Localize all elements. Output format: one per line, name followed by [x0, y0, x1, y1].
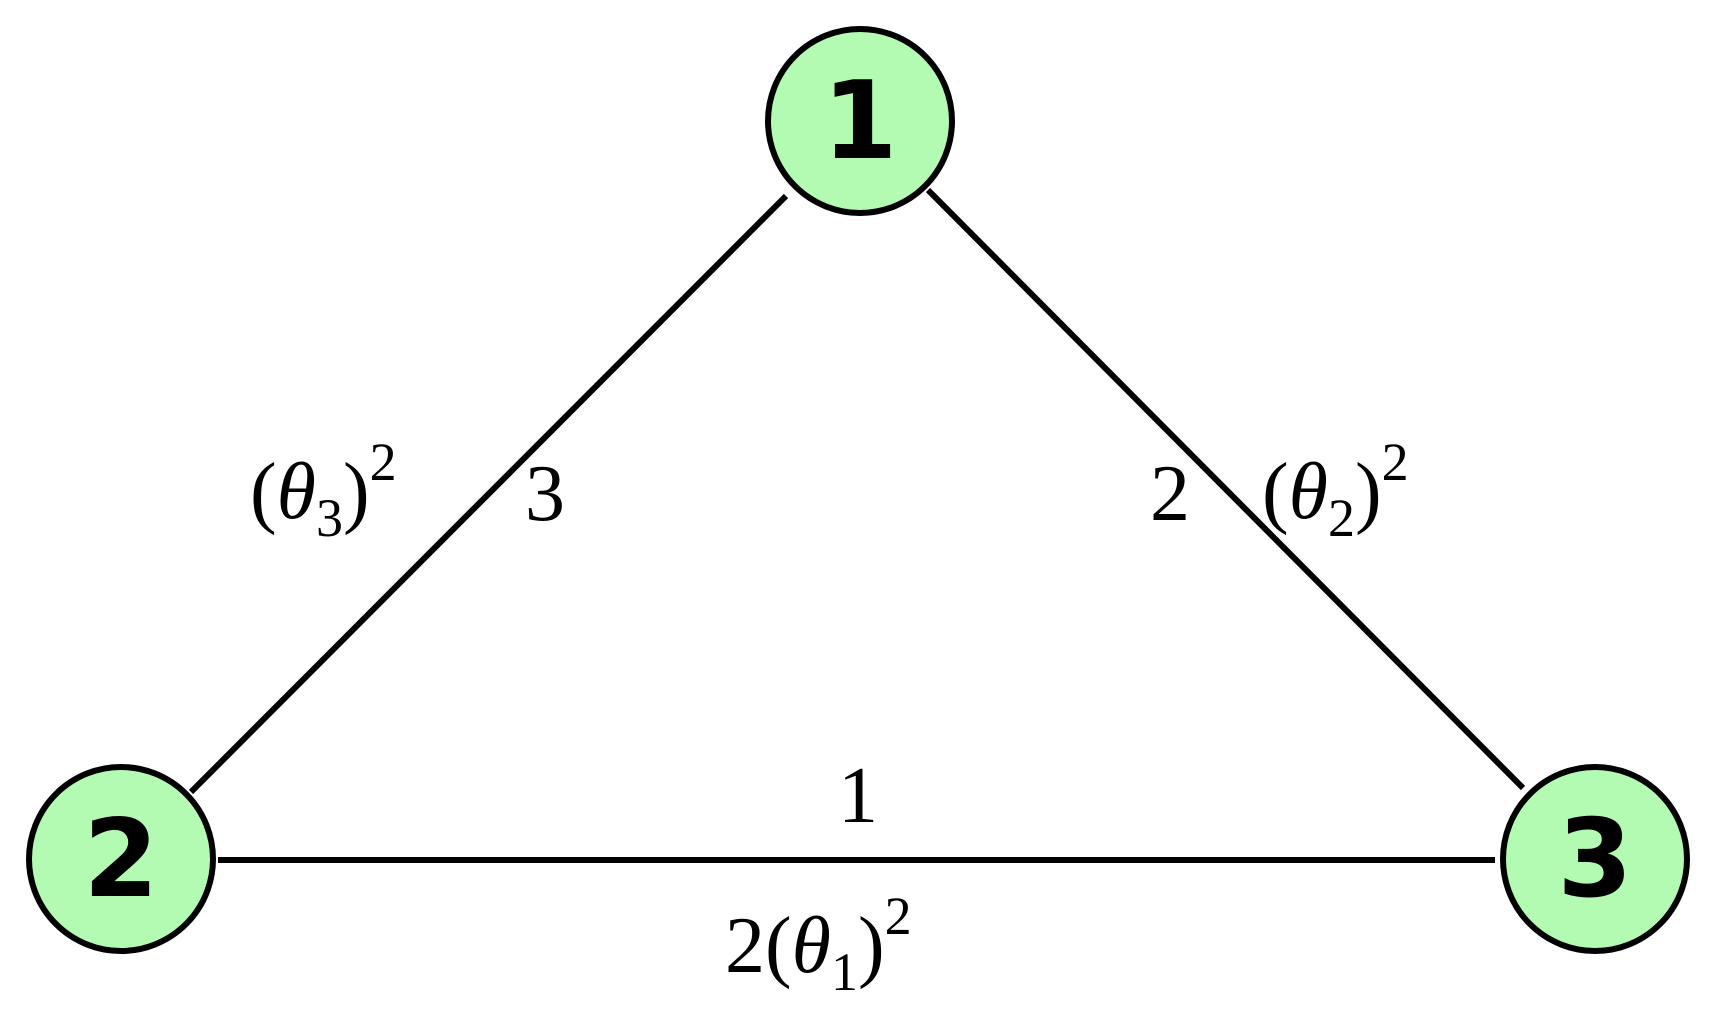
- edge-1-2: [188, 193, 789, 795]
- edge-3-weight-sub: 3: [316, 488, 343, 548]
- edge-1-index-label: 1: [838, 752, 878, 840]
- edge-3-index-label: 3: [525, 450, 565, 538]
- edge-2-weight-open: (: [1262, 448, 1289, 536]
- node-2-circle: [26, 764, 216, 954]
- edge-2-weight-close: ): [1355, 448, 1382, 536]
- edge-1-3: [925, 187, 1526, 791]
- edge-1-weight-coef: 2: [725, 902, 765, 990]
- node-2: 2: [26, 764, 216, 954]
- node-3-circle: [1500, 764, 1690, 954]
- edge-2-weight-sup: 2: [1382, 432, 1409, 492]
- node-1-circle: [765, 26, 955, 216]
- edge-2-index-label: 2: [1150, 450, 1190, 538]
- edge-3-weight-open: (: [250, 448, 277, 536]
- edge-2-weight-theta: θ: [1289, 448, 1328, 536]
- edge-1-weight-close: ): [858, 902, 885, 990]
- edge-2-weight: (θ2)2: [1262, 432, 1409, 548]
- edge-3-weight-theta: θ: [277, 448, 316, 536]
- edge-2-weight-sub: 2: [1328, 488, 1355, 548]
- edge-3-weight-close: ): [343, 448, 370, 536]
- edge-3-weight-sup: 2: [370, 432, 397, 492]
- edge-3-weight: (θ3)2: [250, 432, 397, 548]
- edge-1-weight-open: (: [765, 902, 792, 990]
- edge-1-weight-sub: 1: [831, 942, 858, 1002]
- edge-1-weight-sup: 2: [885, 886, 912, 946]
- node-3: 3: [1500, 764, 1690, 954]
- node-3-label: 3: [1557, 797, 1632, 922]
- node-2-label: 2: [83, 797, 158, 922]
- edge-1-weight-theta: θ: [792, 902, 831, 990]
- node-1: 1: [765, 26, 955, 216]
- node-1-label: 1: [822, 59, 897, 184]
- edge-1-weight: 2(θ1)2: [725, 886, 912, 1002]
